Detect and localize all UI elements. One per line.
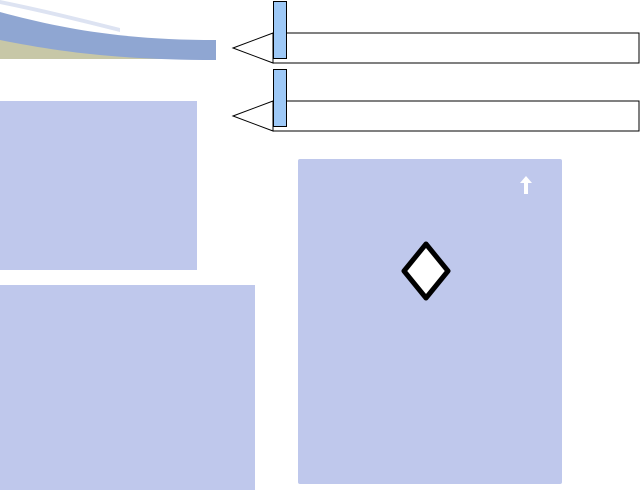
slider-track-bar[interactable] [272,32,640,64]
panel-left-top [0,101,197,270]
panel-right [298,159,562,484]
pencil-tip-icon [231,100,274,132]
pencil-tip-icon [231,32,274,64]
diamond-icon[interactable] [400,241,452,301]
slider-thumb-2[interactable] [273,69,287,127]
slider-track-bar[interactable] [272,100,640,132]
slider-track-1[interactable] [230,0,640,64]
up-arrow-icon[interactable] [518,175,534,195]
slider-thumb-1[interactable] [273,1,287,59]
slider-track-2[interactable] [230,68,640,132]
swoosh-decoration [0,0,218,64]
panel-left-bottom [0,285,255,490]
